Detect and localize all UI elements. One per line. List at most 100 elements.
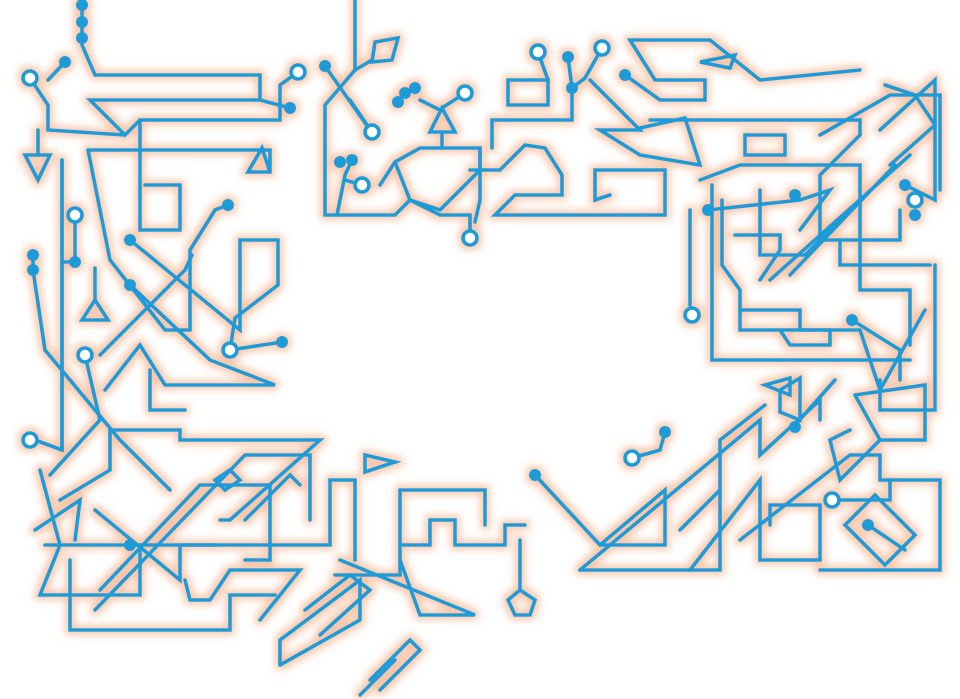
bottom-right-cluster [529, 395, 942, 572]
circuit-trace [243, 472, 302, 522]
circuit-trace [866, 523, 907, 552]
circuit-trace [578, 395, 822, 572]
solid-node-icon [409, 82, 421, 94]
circuit-trace [468, 143, 667, 217]
circuit-trace [303, 572, 373, 637]
circuit-trace [678, 488, 722, 532]
circuit-trace [98, 483, 272, 592]
circuit-trace [733, 233, 782, 282]
circuit-trace [788, 163, 897, 277]
circuit-traces [21, 0, 942, 697]
solid-node-icon [319, 60, 331, 72]
circuit-trace [103, 283, 276, 392]
solid-node-icon [59, 56, 71, 68]
circuit-trace [648, 118, 902, 242]
top-center-cluster [319, 0, 862, 247]
bottom-left-cluster [33, 428, 538, 697]
circuit-trace [363, 452, 402, 475]
open-node-icon [823, 491, 841, 509]
solid-node-icon [846, 314, 858, 326]
open-node-icon [289, 63, 307, 81]
circuit-trace [28, 76, 127, 137]
circuit-trace [853, 382, 927, 442]
circuit-trace [78, 266, 112, 322]
open-node-icon [461, 229, 479, 247]
circuit-trace [98, 253, 194, 357]
circuit-trace [128, 478, 357, 562]
circuit-trace [22, 153, 53, 185]
circuit-trace [353, 58, 374, 72]
solid-node-icon [76, 0, 88, 11]
solid-node-icon [789, 189, 801, 201]
open-node-icon [353, 176, 371, 194]
solid-node-icon [69, 256, 81, 268]
solid-node-icon [566, 82, 578, 94]
solid-node-icon [562, 51, 574, 63]
solid-node-icon [284, 102, 296, 114]
circuit-trace [368, 637, 423, 692]
circuit-trace [148, 368, 187, 412]
circuit-trace [323, 0, 472, 234]
circuit-trace [398, 488, 487, 527]
circuit-trace [850, 318, 902, 382]
solid-node-icon [124, 539, 136, 551]
circuit-trace [566, 46, 604, 92]
open-node-icon [529, 43, 547, 61]
circuit-trace [378, 160, 397, 187]
circuit-trace [138, 118, 182, 232]
circuit-trace [883, 83, 938, 167]
circuit-trace [58, 428, 325, 522]
circuit-trace [738, 308, 927, 395]
open-node-icon [683, 306, 701, 324]
circuit-trace [758, 188, 852, 257]
circuit-trace [48, 353, 102, 477]
circuit-trace [427, 104, 459, 134]
open-node-icon [906, 191, 924, 209]
solid-node-icon [124, 279, 136, 291]
open-node-icon [221, 341, 239, 359]
solid-node-icon [909, 209, 921, 221]
circuit-trace [688, 474, 822, 572]
circuit-trace [743, 133, 787, 157]
circuit-trace [183, 568, 304, 622]
solid-node-icon [276, 336, 288, 348]
circuit-trace [878, 75, 937, 203]
solid-node-icon [76, 16, 88, 28]
solid-node-icon [702, 204, 714, 216]
circuit-trace [720, 198, 832, 347]
open-node-icon [363, 123, 381, 141]
circuit-trace [358, 658, 397, 697]
open-node-icon [66, 206, 84, 224]
circuit-trace [86, 148, 230, 332]
circuit-trace [833, 478, 892, 502]
circuit-trace [842, 492, 918, 568]
solid-node-icon [659, 426, 671, 438]
circuit-trace [212, 467, 243, 493]
solid-node-icon [222, 199, 234, 211]
circuit-trace [333, 518, 527, 577]
circuit-trace [128, 238, 284, 353]
solid-node-icon [399, 87, 411, 99]
circuit-trace [505, 587, 538, 617]
circuit-trace [706, 186, 835, 232]
solid-node-icon [334, 156, 346, 168]
circuit-trace [827, 428, 882, 484]
solid-node-icon [529, 469, 541, 481]
circuit-trace [710, 183, 912, 362]
circuit-trace [335, 158, 354, 217]
circuit-trace [369, 35, 401, 65]
open-node-icon [76, 346, 94, 364]
open-node-icon [456, 84, 474, 102]
circuit-trace [93, 453, 312, 612]
open-node-icon [623, 449, 641, 467]
circuit-trace [278, 576, 362, 667]
solid-node-icon [27, 249, 39, 261]
circuit-trace [338, 558, 476, 617]
circuit-trace [588, 78, 703, 168]
solid-node-icon [619, 69, 631, 81]
solid-node-icon [862, 519, 874, 531]
open-node-icon [593, 39, 611, 57]
solid-node-icon [346, 154, 358, 166]
circuit-trace [533, 473, 667, 548]
